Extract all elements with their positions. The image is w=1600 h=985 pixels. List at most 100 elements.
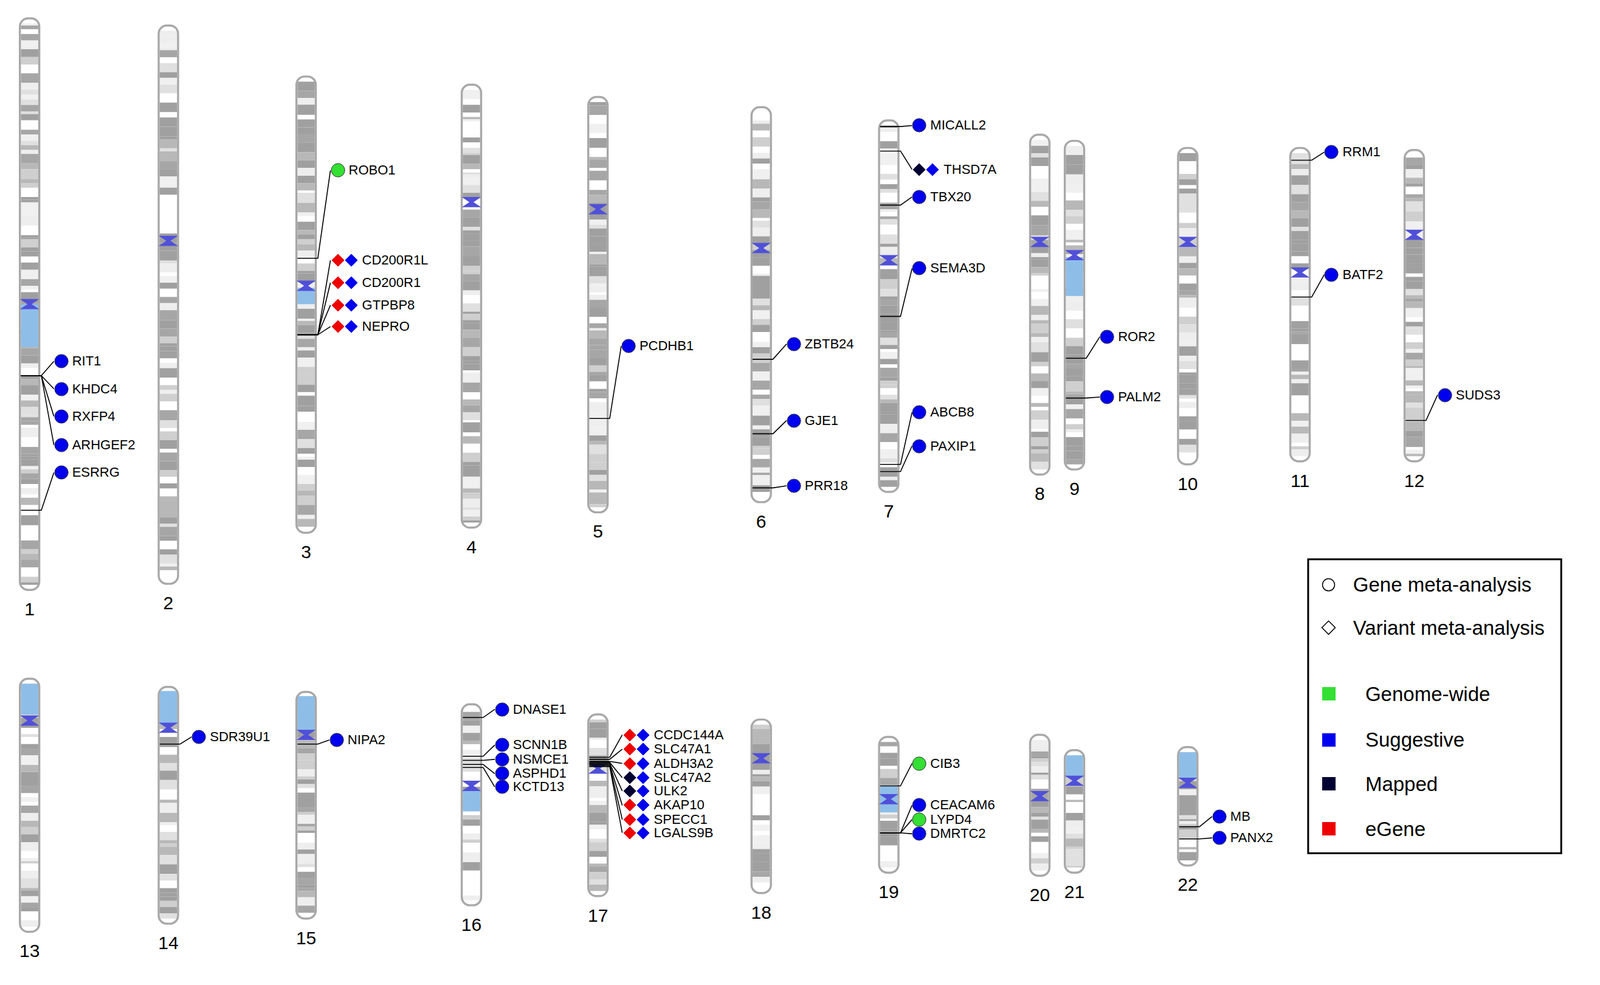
chromosome-band <box>1031 336 1049 342</box>
chromosome-band <box>159 127 178 137</box>
chromosome-band <box>297 784 315 789</box>
chromosome-band <box>297 114 315 120</box>
chromosome-band <box>1031 266 1049 273</box>
chromosome-band <box>1031 186 1049 193</box>
chromosome-band <box>1065 209 1084 216</box>
chromosome-body <box>296 691 317 919</box>
gene-name: BATF2 <box>1342 268 1383 282</box>
chromosome-band <box>880 131 898 142</box>
chromosome-band <box>1291 164 1309 169</box>
chromosome-band <box>159 310 178 320</box>
chromosome-band <box>462 895 481 901</box>
chromosome-band <box>1179 401 1197 408</box>
chromosome-band <box>752 491 771 497</box>
chromosome-band <box>159 523 178 527</box>
chromosome-band <box>159 762 178 771</box>
chromosome-band <box>297 438 315 449</box>
legend-text: Variant meta-analysis <box>1353 617 1545 638</box>
marker-symbol <box>911 189 927 205</box>
gene-circle <box>54 465 69 480</box>
gene-circle <box>787 413 801 427</box>
gene-name: SEMA3D <box>930 261 985 275</box>
chromosome-band <box>462 271 481 275</box>
chromosome-band <box>1065 865 1084 868</box>
chromosome-band <box>159 358 178 360</box>
gene-marker: LGALS9B <box>622 825 714 841</box>
chromosome-band <box>462 842 481 853</box>
chromosome-number: 1 <box>24 600 35 619</box>
chromosome-band <box>752 472 771 475</box>
gene-circle <box>1100 330 1114 344</box>
chromosome-band <box>589 719 607 723</box>
gene-circle <box>912 405 926 419</box>
variant-diamond <box>623 742 637 756</box>
chromosome-band <box>159 263 178 273</box>
chromosome-band <box>1065 418 1084 424</box>
chromosome-band <box>1405 328 1424 335</box>
chromosome-band <box>1179 846 1197 850</box>
chromosome-band <box>297 418 315 422</box>
chromosome-band <box>752 146 771 153</box>
leader-line <box>752 485 787 488</box>
chromosome-band <box>589 137 607 148</box>
chromosome-band <box>589 884 607 892</box>
chromosome-band <box>880 752 898 759</box>
chromosome-number: 16 <box>461 915 482 934</box>
leader-line <box>880 150 913 169</box>
chromosome-band <box>159 291 178 298</box>
chromosome-band <box>159 350 178 359</box>
marker-symbol <box>330 252 359 268</box>
chromosome-band <box>589 389 607 393</box>
chromosome-band <box>20 466 39 470</box>
chromosome-number: 14 <box>158 933 179 952</box>
chromosome-band <box>462 112 481 117</box>
chromosome-band <box>1179 821 1197 824</box>
chromosome-band <box>1031 225 1049 236</box>
chromosome-band <box>1291 382 1309 388</box>
chromosome-outline <box>1178 747 1198 866</box>
chromosome-band <box>1179 815 1197 819</box>
chromosome-band <box>1031 165 1049 175</box>
chromosome-band <box>297 518 315 527</box>
chromosome-band <box>1179 188 1197 194</box>
chromosome-band <box>1031 806 1049 813</box>
chromosome-band <box>589 102 607 106</box>
gene-marker: RXFP4 <box>54 409 116 424</box>
marker-symbol <box>911 797 927 813</box>
chromosome-band <box>297 890 315 898</box>
chromosome-band <box>20 776 39 786</box>
legend-circle <box>1322 578 1335 591</box>
chromosome-band <box>20 559 39 568</box>
legend-text: Mapped <box>1365 773 1438 794</box>
chromosome-band <box>1179 297 1197 309</box>
chromosome-band <box>589 747 607 756</box>
chromosome-band <box>752 347 771 354</box>
chromosome-band <box>1179 161 1197 168</box>
chromosome-band <box>159 427 178 432</box>
gene-marker: NEPRO <box>330 319 410 334</box>
chromosome-band <box>880 836 898 845</box>
chromosome-band <box>589 194 607 203</box>
chromosome-band <box>297 792 315 803</box>
gene-marker: ULK2 <box>622 783 688 799</box>
chromosome-band <box>20 216 39 226</box>
chromosome-band <box>297 142 315 152</box>
chromosome-band <box>1065 247 1084 251</box>
chromosome-band <box>297 842 315 850</box>
chromosome-band <box>1179 153 1197 162</box>
chromosome-band <box>297 336 315 340</box>
chromosome-band <box>462 347 481 357</box>
chromosome-band <box>880 768 898 779</box>
chromosome-band <box>297 250 315 258</box>
chromosome-band <box>1065 812 1084 821</box>
chromosome-band <box>462 839 481 843</box>
gene-name: MB <box>1230 809 1251 824</box>
chromosome-band <box>20 519 39 526</box>
chromosome-band <box>159 218 178 225</box>
chromosome-band <box>159 448 178 453</box>
chromosome-band <box>880 462 898 467</box>
chromosome-band <box>297 151 315 160</box>
chromosome-band <box>1031 305 1049 315</box>
chromosome-band <box>462 127 481 138</box>
gene-circle <box>1438 388 1452 402</box>
